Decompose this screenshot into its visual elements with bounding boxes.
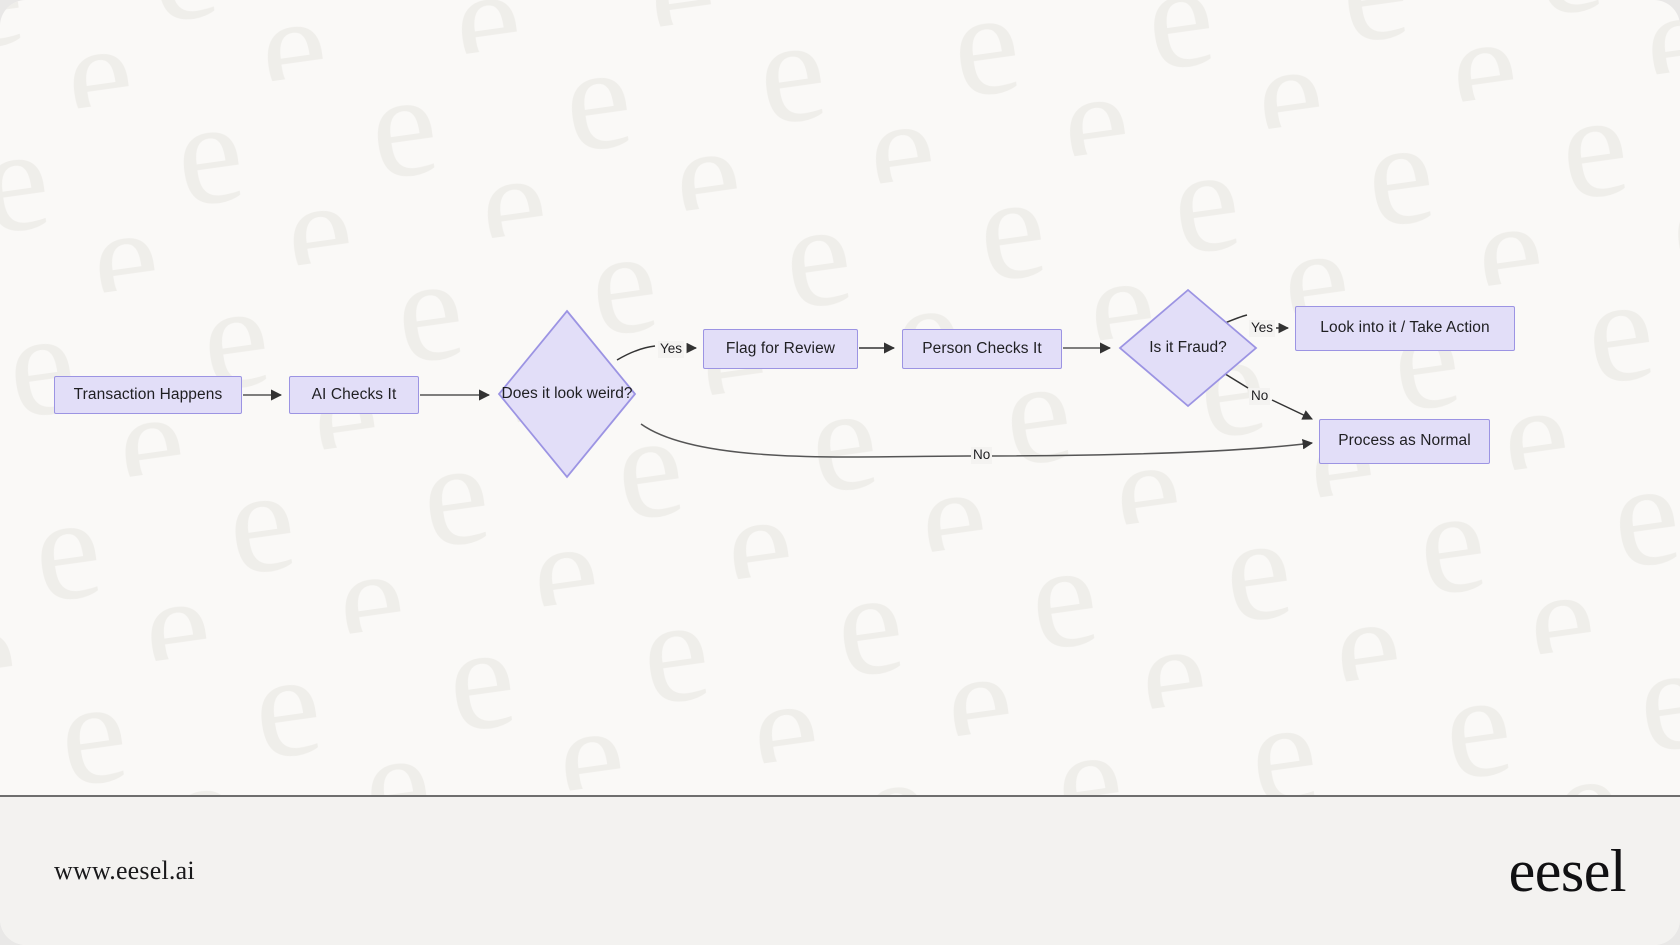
edge-label-fraud-no: No: [1249, 388, 1271, 405]
node-label: Is it Fraud?: [1149, 339, 1227, 356]
node-label: AI Checks It: [311, 385, 397, 403]
footer-url[interactable]: www.eesel.ai: [54, 856, 195, 885]
edge-label-weird-yes: Yes: [658, 341, 685, 358]
flowchart-edges: [243, 314, 1314, 458]
edge-weird-yes-to-flag: [616, 345, 656, 361]
diamond-shape-icon: [1118, 288, 1258, 408]
node-label: Does it look weird?: [501, 385, 633, 402]
node-is-it-fraud[interactable]: Is it Fraud?: [1118, 288, 1258, 408]
diamond-shape-icon: [497, 309, 637, 479]
node-label: Flag for Review: [725, 339, 836, 357]
edge-fraud-no-to-process: [1221, 371, 1249, 389]
edge-fraud-no-arrow: [1271, 399, 1313, 420]
flowchart: Transaction Happens AI Checks It Does it…: [54, 288, 1515, 479]
node-flag-for-review[interactable]: Flag for Review: [703, 329, 858, 369]
footer-bar: www.eesel.ai eesel: [0, 795, 1680, 945]
node-person-checks-it[interactable]: Person Checks It: [902, 329, 1062, 369]
node-look-into-it-take-action[interactable]: Look into it / Take Action: [1295, 306, 1515, 351]
node-label: Transaction Happens: [73, 385, 223, 403]
edge-weird-no-to-process: [640, 423, 1314, 458]
edge-fraud-yes-to-action: [1224, 314, 1248, 324]
node-label: Process as Normal: [1338, 432, 1471, 450]
eesel-logo: eesel: [1508, 838, 1627, 904]
edge-label-fraud-yes: Yes: [1249, 320, 1276, 337]
node-label: Person Checks It: [922, 339, 1042, 357]
node-transaction-happens[interactable]: Transaction Happens: [54, 376, 242, 414]
node-label: Look into it / Take Action: [1320, 319, 1490, 337]
node-does-it-look-weird[interactable]: Does it look weird?: [497, 309, 637, 479]
edge-label-weird-no: No: [971, 447, 993, 464]
node-ai-checks-it[interactable]: AI Checks It: [289, 376, 419, 414]
node-process-as-normal[interactable]: Process as Normal: [1319, 419, 1490, 464]
